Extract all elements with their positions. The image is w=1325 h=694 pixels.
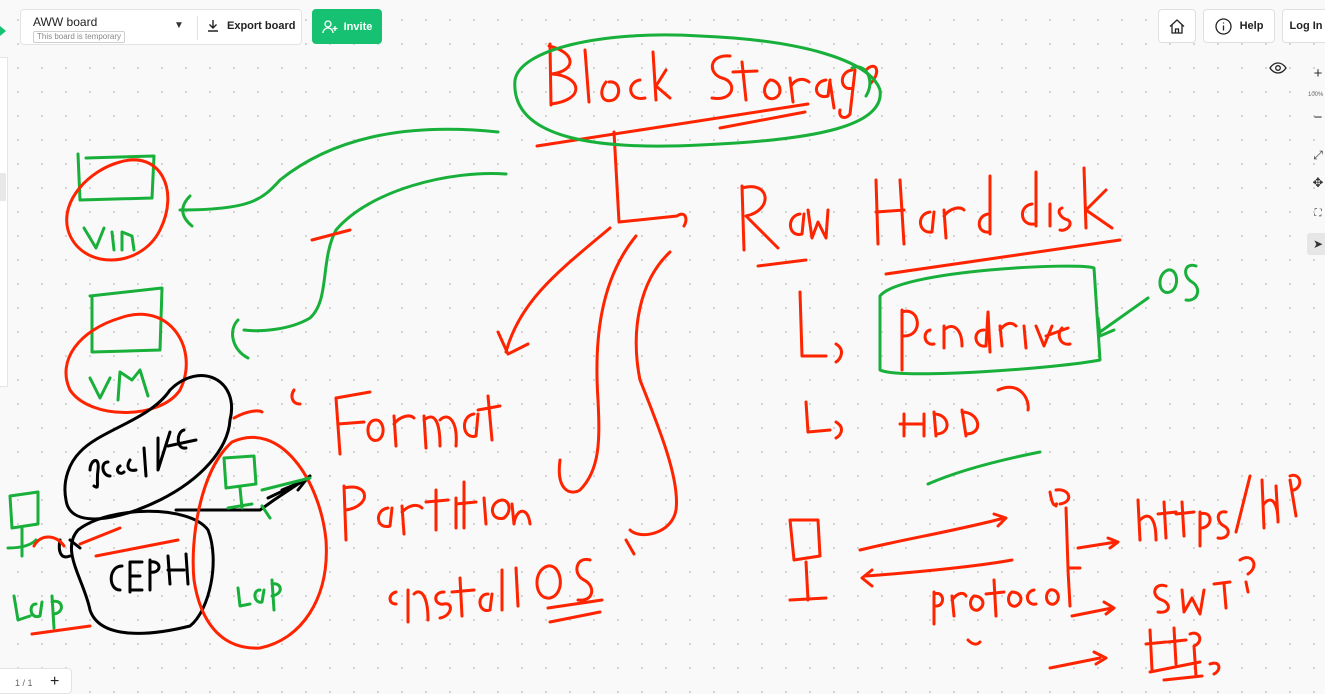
raw-hard-disk: [740, 166, 1122, 440]
protocol-section: [788, 473, 1302, 682]
add-page-icon[interactable]: +: [50, 673, 60, 690]
download-icon: [208, 20, 218, 32]
invite-button[interactable]: Invite: [312, 9, 382, 44]
pendrive-box: [878, 263, 1200, 486]
zoom-in-icon[interactable]: +: [1313, 64, 1323, 82]
add-user-icon: [321, 19, 338, 33]
zoom-level: 100%: [1308, 92, 1324, 98]
block-storage-circle: [513, 33, 882, 148]
login-button[interactable]: Log In: [1282, 9, 1325, 43]
lap-right: [191, 388, 328, 650]
help-button[interactable]: Help: [1203, 9, 1275, 43]
page-indicator[interactable]: 1 / 1: [0, 668, 72, 694]
left-toolbar[interactable]: [0, 57, 8, 387]
export-board-button[interactable]: Export board: [207, 19, 295, 32]
fullscreen-icon[interactable]: ⤢: [1313, 147, 1323, 162]
login-label: Log In: [1289, 20, 1323, 32]
invite-label: Invite: [343, 20, 373, 33]
temporary-board-badge: This board is temporary: [33, 31, 126, 43]
vm-box-1: [65, 127, 500, 262]
pointer-icon[interactable]: ➤: [1312, 237, 1324, 251]
lap-left: [6, 490, 180, 636]
pointer-tool-button[interactable]: [1307, 233, 1325, 255]
zoom-out-icon[interactable]: −: [1313, 108, 1323, 126]
iscsi-ceph-cluster: [57, 374, 312, 635]
left-toolbar-selected[interactable]: [0, 173, 6, 201]
format-partition-install: [334, 226, 679, 624]
toolbar-divider: [197, 16, 198, 40]
info-icon: [1214, 17, 1232, 35]
export-board-label: Export board: [227, 19, 296, 32]
board-selector[interactable]: AWW board This board is temporary ▼ Expo…: [20, 9, 302, 45]
eye-icon[interactable]: [1269, 62, 1287, 74]
expand-handle-icon[interactable]: [0, 26, 6, 36]
help-label: Help: [1239, 20, 1264, 32]
home-icon: [1169, 18, 1185, 34]
vm-box-2: [64, 172, 508, 414]
board-name[interactable]: AWW board: [33, 15, 98, 29]
page-indicator-text: 1 / 1: [15, 678, 33, 688]
move-icon[interactable]: ✥: [1312, 175, 1324, 190]
block-storage-title: [535, 42, 879, 228]
chevron-down-icon[interactable]: ▼: [174, 20, 184, 31]
fit-icon[interactable]: ⛶: [1314, 207, 1322, 219]
home-button[interactable]: [1158, 9, 1196, 43]
